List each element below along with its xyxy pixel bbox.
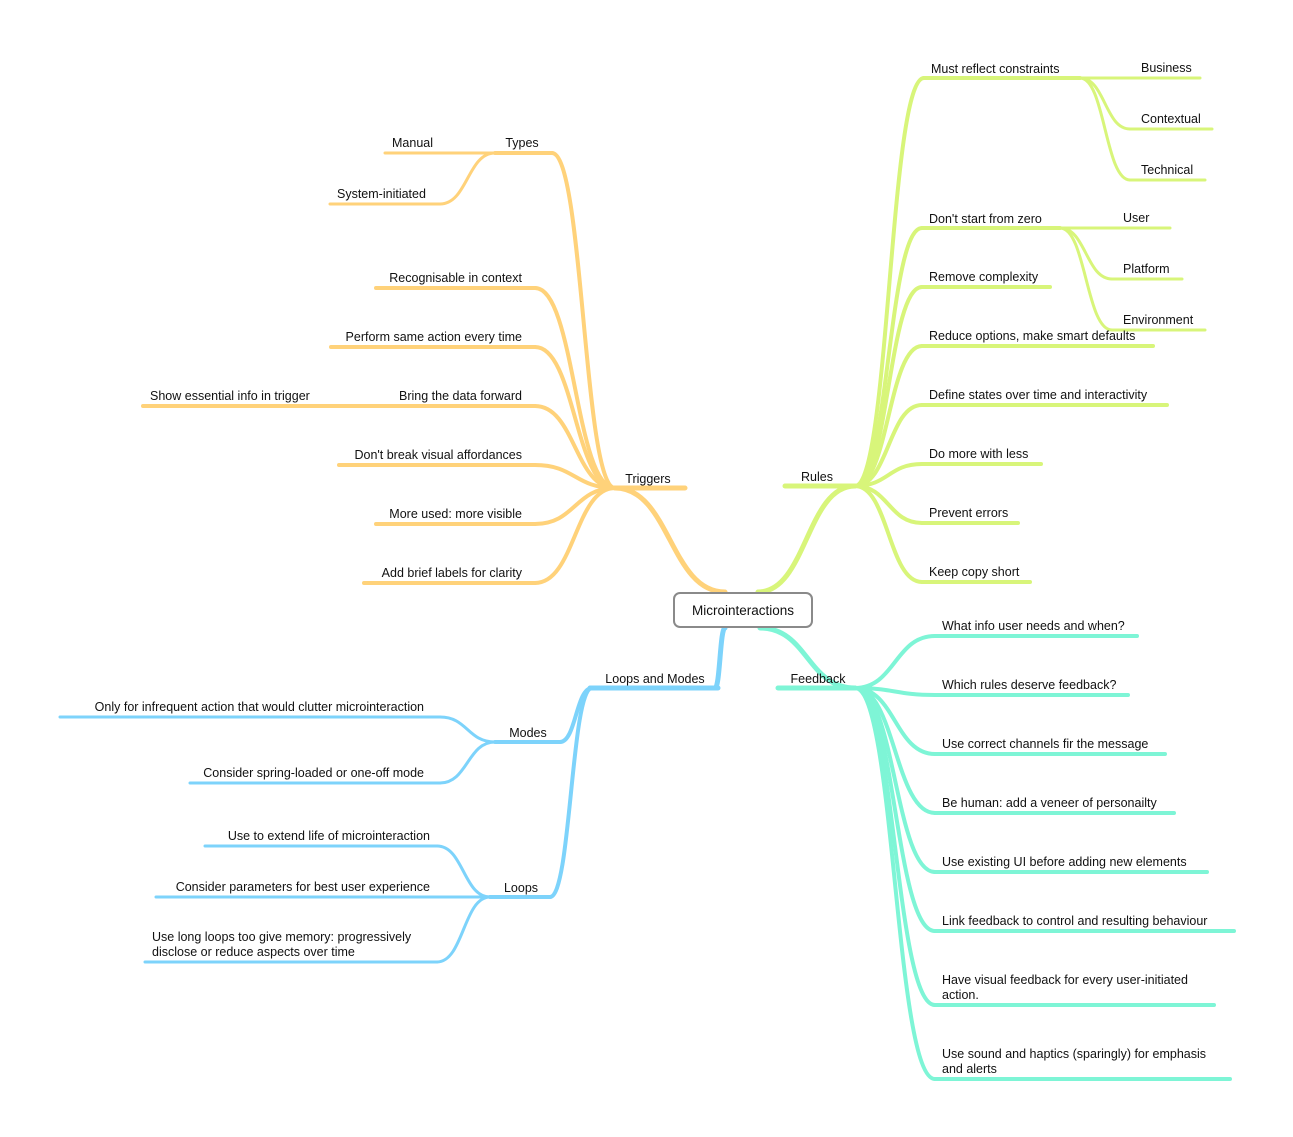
types-system-connector <box>438 151 497 206</box>
zero-environment-connector <box>1058 226 1114 332</box>
loop-use-to-extend-life-of-microinteraction-label[interactable]: Use to extend life of microinteraction <box>228 829 430 843</box>
trigger-add-brief-labels-for-clarity-label[interactable]: Add brief labels for clarity <box>382 566 523 580</box>
rule-define-states-over-time-and-interactivit-label[interactable]: Define states over time and interactivit… <box>929 388 1148 402</box>
feedback-link-feedback-to-control-and-resulting-b-label[interactable]: Link feedback to control and resulting b… <box>942 914 1207 928</box>
trigger-perform-same-action-every-time-connector <box>533 345 617 490</box>
rule-keep-copy-short-label[interactable]: Keep copy short <box>929 565 1020 579</box>
feedback-have-visual-feedback-for-every-user-init-label[interactable]: Have visual feedback for every user-init… <box>942 973 1188 1002</box>
triggers-label[interactable]: Triggers <box>625 472 670 486</box>
trigger-show-essential-info-label[interactable]: Show essential info in trigger <box>150 389 310 403</box>
rule-do-more-with-less-label[interactable]: Do more with less <box>929 447 1028 461</box>
types-label[interactable]: Types <box>505 136 538 150</box>
rule-define-states-over-time-and-interactivit-connector <box>853 403 924 488</box>
feedback-use-existing-ui-before-adding-new-elemen-label[interactable]: Use existing UI before adding new elemen… <box>942 855 1187 869</box>
feedback-label[interactable]: Feedback <box>791 672 847 686</box>
feedback-use-sound-and-haptics-sparingly-for-emph-label[interactable]: Use sound and haptics (sparingly) for em… <box>942 1047 1206 1076</box>
loops-modes-label[interactable]: Loops and Modes <box>605 672 704 686</box>
rule-reduce-options-make-smart-defaults-connector <box>853 344 924 488</box>
must-reflect-constraints-label[interactable]: Must reflect constraints <box>931 62 1060 76</box>
feedback-what-info-user-needs-and-when-label[interactable]: What info user needs and when? <box>942 619 1125 633</box>
loop-use-long-loops-too-give-memory-progressi-label[interactable]: Use long loops too give memory: progress… <box>152 930 412 959</box>
must-reflect-constraints-connector <box>853 76 926 488</box>
trigger-recognisable-in-context-connector <box>533 286 617 490</box>
trigger-bring-the-data-forward-label[interactable]: Bring the data forward <box>399 389 522 403</box>
modes-label[interactable]: Modes <box>509 726 547 740</box>
zero-platform-label[interactable]: Platform <box>1123 262 1170 276</box>
constraint-contextual-label[interactable]: Contextual <box>1141 112 1201 126</box>
feedback-use-correct-channels-fir-the-message-label[interactable]: Use correct channels fir the message <box>942 737 1148 751</box>
constraint-contextual-connector <box>1078 76 1132 131</box>
trigger-recognisable-in-context-label[interactable]: Recognisable in context <box>389 271 522 285</box>
mode-only-for-infrequent-action-that-would-cl-label[interactable]: Only for infrequent action that would cl… <box>95 700 424 714</box>
rules-label[interactable]: Rules <box>801 470 833 484</box>
mode-consider-spring-loaded-or-one-off-mode-label[interactable]: Consider spring-loaded or one-off mode <box>203 766 424 780</box>
rule-reduce-options-make-smart-defaults-label[interactable]: Reduce options, make smart defaults <box>929 329 1135 343</box>
feedback-have-visual-feedback-for-every-user-init-connector <box>853 686 937 1007</box>
zero-user-label[interactable]: User <box>1123 211 1149 225</box>
trigger-more-used-more-visible-label[interactable]: More used: more visible <box>389 507 522 521</box>
rule-remove-complexity-label[interactable]: Remove complexity <box>929 270 1039 284</box>
rule-prevent-errors-label[interactable]: Prevent errors <box>929 506 1008 520</box>
constraint-business-label[interactable]: Business <box>1141 61 1192 75</box>
triggers-connector <box>612 485 728 595</box>
rule-remove-complexity-connector <box>853 285 924 488</box>
trigger-perform-same-action-every-time-label[interactable]: Perform same action every time <box>346 330 522 344</box>
central-topic-label: Microinteractions <box>691 602 795 618</box>
loop-use-long-loops-too-give-memory-progressi-connector <box>435 895 492 964</box>
loops-modes-connector <box>712 625 728 691</box>
feedback-what-info-user-needs-and-when-connector <box>853 634 937 690</box>
trigger-add-brief-labels-for-clarity-connector <box>533 486 617 585</box>
feedback-use-sound-and-haptics-sparingly-for-emph-connector <box>853 686 937 1081</box>
loop-consider-parameters-for-best-user-experi-label[interactable]: Consider parameters for best user experi… <box>176 880 430 894</box>
dont-start-from-zero-label[interactable]: Don't start from zero <box>929 212 1042 226</box>
zero-platform-connector <box>1058 226 1114 281</box>
types-system-initiated-label[interactable]: System-initiated <box>337 187 426 201</box>
zero-environment-label[interactable]: Environment <box>1123 313 1194 327</box>
loops-connector <box>548 686 594 899</box>
types-connector <box>550 151 617 490</box>
central-topic[interactable]: Microinteractions <box>673 592 813 628</box>
trigger-don-t-break-visual-affordances-label[interactable]: Don't break visual affordances <box>354 448 522 462</box>
constraint-technical-label[interactable]: Technical <box>1141 163 1193 177</box>
mode-only-for-infrequent-action-that-would-cl-connector <box>438 715 497 744</box>
trigger-bring-the-data-forward-connector <box>533 404 617 490</box>
rule-keep-copy-short-connector <box>853 484 924 584</box>
types-manual-label[interactable]: Manual <box>392 136 433 150</box>
mode-consider-spring-loaded-or-one-off-mode-connector <box>438 740 497 785</box>
feedback-be-human-add-a-veneer-of-personailty-label[interactable]: Be human: add a veneer of personailty <box>942 796 1157 810</box>
loop-use-to-extend-life-of-microinteraction-connector <box>435 844 492 899</box>
rules-connector <box>755 483 858 595</box>
loops-label[interactable]: Loops <box>504 881 538 895</box>
constraint-technical-connector <box>1078 76 1132 182</box>
feedback-which-rules-deserve-feedback-label[interactable]: Which rules deserve feedback? <box>942 678 1116 692</box>
